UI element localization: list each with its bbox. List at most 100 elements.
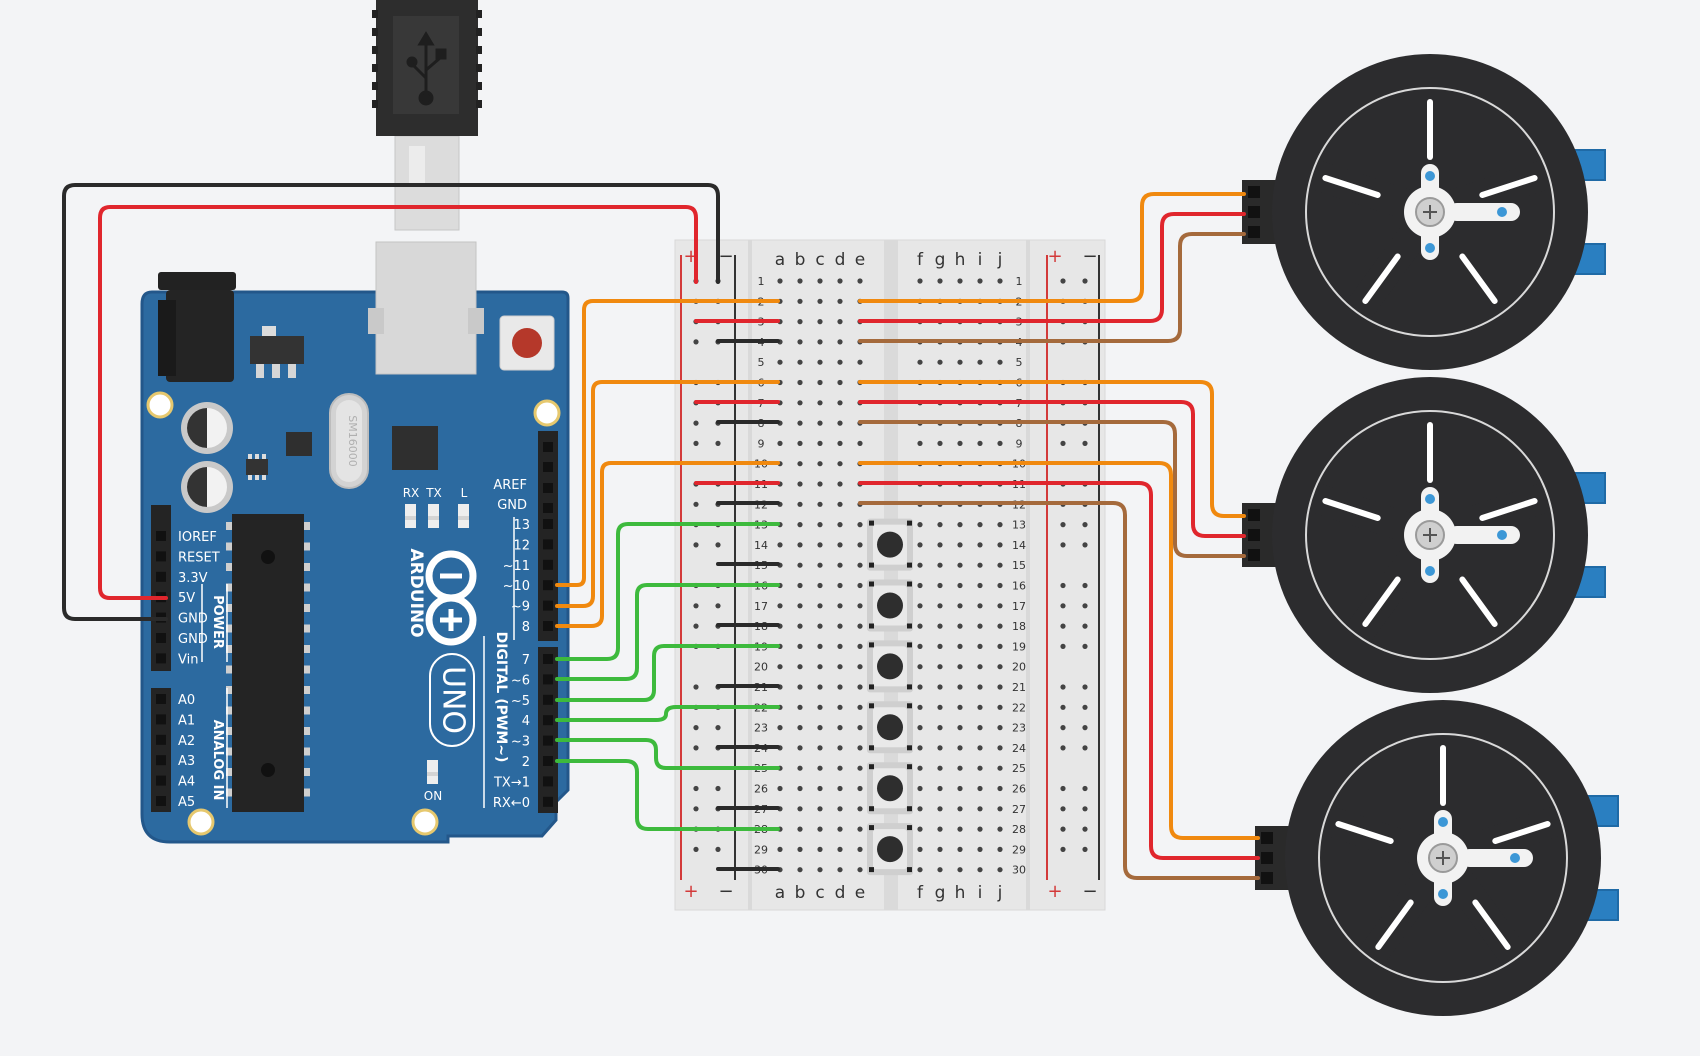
header-pin[interactable] <box>156 734 166 745</box>
breadboard-hole[interactable] <box>837 684 843 690</box>
pushbutton[interactable] <box>867 701 913 754</box>
breadboard-hole[interactable] <box>917 867 923 873</box>
breadboard-hole[interactable] <box>917 725 923 731</box>
rail-hole[interactable] <box>1060 725 1066 731</box>
pushbuttons[interactable] <box>867 518 913 876</box>
breadboard-hole[interactable] <box>777 664 783 670</box>
rail-hole[interactable] <box>693 440 699 446</box>
rail-hole[interactable] <box>1082 542 1088 548</box>
rail-hole[interactable] <box>715 725 721 731</box>
breadboard-hole[interactable] <box>797 481 803 487</box>
breadboard-hole[interactable] <box>977 623 983 629</box>
breadboard-hole[interactable] <box>977 765 983 771</box>
breadboard-hole[interactable] <box>797 603 803 609</box>
breadboard-hole[interactable] <box>977 562 983 568</box>
breadboard-hole[interactable] <box>817 319 823 325</box>
rail-hole[interactable] <box>693 339 699 345</box>
breadboard-hole[interactable] <box>837 461 843 467</box>
breadboard-hole[interactable] <box>797 664 803 670</box>
breadboard-hole[interactable] <box>837 298 843 304</box>
breadboard-hole[interactable] <box>817 765 823 771</box>
breadboard-hole[interactable] <box>837 867 843 873</box>
breadboard-hole[interactable] <box>957 562 963 568</box>
rail-hole[interactable] <box>715 785 721 792</box>
breadboard-hole[interactable] <box>937 278 943 284</box>
rail-hole[interactable] <box>1082 684 1088 690</box>
breadboard-hole[interactable] <box>857 643 863 650</box>
breadboard-hole[interactable] <box>997 704 1003 710</box>
rail-hole[interactable] <box>693 806 699 812</box>
breadboard-hole[interactable] <box>797 522 803 528</box>
breadboard-hole[interactable] <box>857 359 863 365</box>
breadboard-hole[interactable] <box>817 461 823 467</box>
breadboard-hole[interactable] <box>797 420 803 426</box>
breadboard-hole[interactable] <box>837 481 843 487</box>
breadboard-hole[interactable] <box>957 664 963 670</box>
header-pin[interactable] <box>156 653 166 664</box>
breadboard-hole[interactable] <box>957 725 963 731</box>
breadboard-hole[interactable] <box>817 664 823 670</box>
breadboard-hole[interactable] <box>937 867 943 873</box>
breadboard-hole[interactable] <box>857 542 863 548</box>
breadboard-hole[interactable] <box>997 664 1003 670</box>
breadboard-hole[interactable] <box>797 400 803 406</box>
header-pin[interactable] <box>543 694 553 705</box>
breadboard-hole[interactable] <box>977 846 983 853</box>
rail-hole[interactable] <box>1060 785 1066 792</box>
breadboard-hole[interactable] <box>817 846 823 853</box>
header-pin[interactable] <box>543 776 553 787</box>
breadboard-hole[interactable] <box>977 664 983 670</box>
breadboard-hole[interactable] <box>797 785 803 792</box>
breadboard-hole[interactable] <box>917 603 923 609</box>
analog-header[interactable] <box>151 688 171 812</box>
breadboard-hole[interactable] <box>977 745 983 751</box>
breadboard-hole[interactable] <box>857 704 863 710</box>
header-pin[interactable] <box>543 674 553 685</box>
reset-button[interactable] <box>499 315 555 371</box>
breadboard-hole[interactable] <box>817 481 823 487</box>
breadboard-hole[interactable] <box>797 582 803 589</box>
breadboard-hole[interactable] <box>977 867 983 873</box>
breadboard-hole[interactable] <box>977 359 983 365</box>
rail-hole[interactable] <box>1060 522 1066 528</box>
breadboard-hole[interactable] <box>797 298 803 304</box>
rail-hole[interactable] <box>1060 623 1066 629</box>
rail-hole[interactable] <box>693 623 699 629</box>
breadboard-hole[interactable] <box>817 542 823 548</box>
header-pin[interactable] <box>543 462 553 472</box>
breadboard-hole[interactable] <box>937 643 943 650</box>
rail-hole[interactable] <box>1060 278 1066 284</box>
arduino-uno-board[interactable]: SM16000 RX TX L ON ARDUINO <box>140 241 570 844</box>
header-pin[interactable] <box>543 483 553 493</box>
digital-header-low[interactable] <box>538 647 558 813</box>
header-pin[interactable] <box>156 755 166 766</box>
breadboard-hole[interactable] <box>857 826 863 832</box>
rail-hole[interactable] <box>1082 440 1088 446</box>
pushbutton[interactable] <box>867 823 913 876</box>
breadboard-hole[interactable] <box>817 522 823 528</box>
rail-hole[interactable] <box>715 542 721 548</box>
rail-hole[interactable] <box>693 745 699 751</box>
breadboard-hole[interactable] <box>837 339 843 345</box>
breadboard-hole[interactable] <box>997 643 1003 650</box>
breadboard-hole[interactable] <box>997 725 1003 731</box>
breadboard-hole[interactable] <box>837 745 843 751</box>
rail-hole[interactable] <box>1082 623 1088 629</box>
breadboard-hole[interactable] <box>957 684 963 690</box>
breadboard-hole[interactable] <box>957 704 963 710</box>
breadboard-hole[interactable] <box>797 461 803 467</box>
breadboard-hole[interactable] <box>957 643 963 650</box>
header-pin[interactable] <box>543 621 553 631</box>
breadboard-hole[interactable] <box>817 684 823 690</box>
breadboard-hole[interactable] <box>997 522 1003 528</box>
rail-hole[interactable] <box>1082 643 1088 650</box>
breadboard-hole[interactable] <box>997 440 1003 446</box>
breadboard-hole[interactable] <box>797 319 803 325</box>
servo-motor[interactable] <box>1255 700 1619 1016</box>
header-pin[interactable] <box>156 633 166 643</box>
rail-hole[interactable] <box>1060 643 1066 650</box>
breadboard-hole[interactable] <box>857 522 863 528</box>
breadboard-hole[interactable] <box>937 684 943 690</box>
breadboard-hole[interactable] <box>937 603 943 609</box>
breadboard-hole[interactable] <box>857 582 863 589</box>
